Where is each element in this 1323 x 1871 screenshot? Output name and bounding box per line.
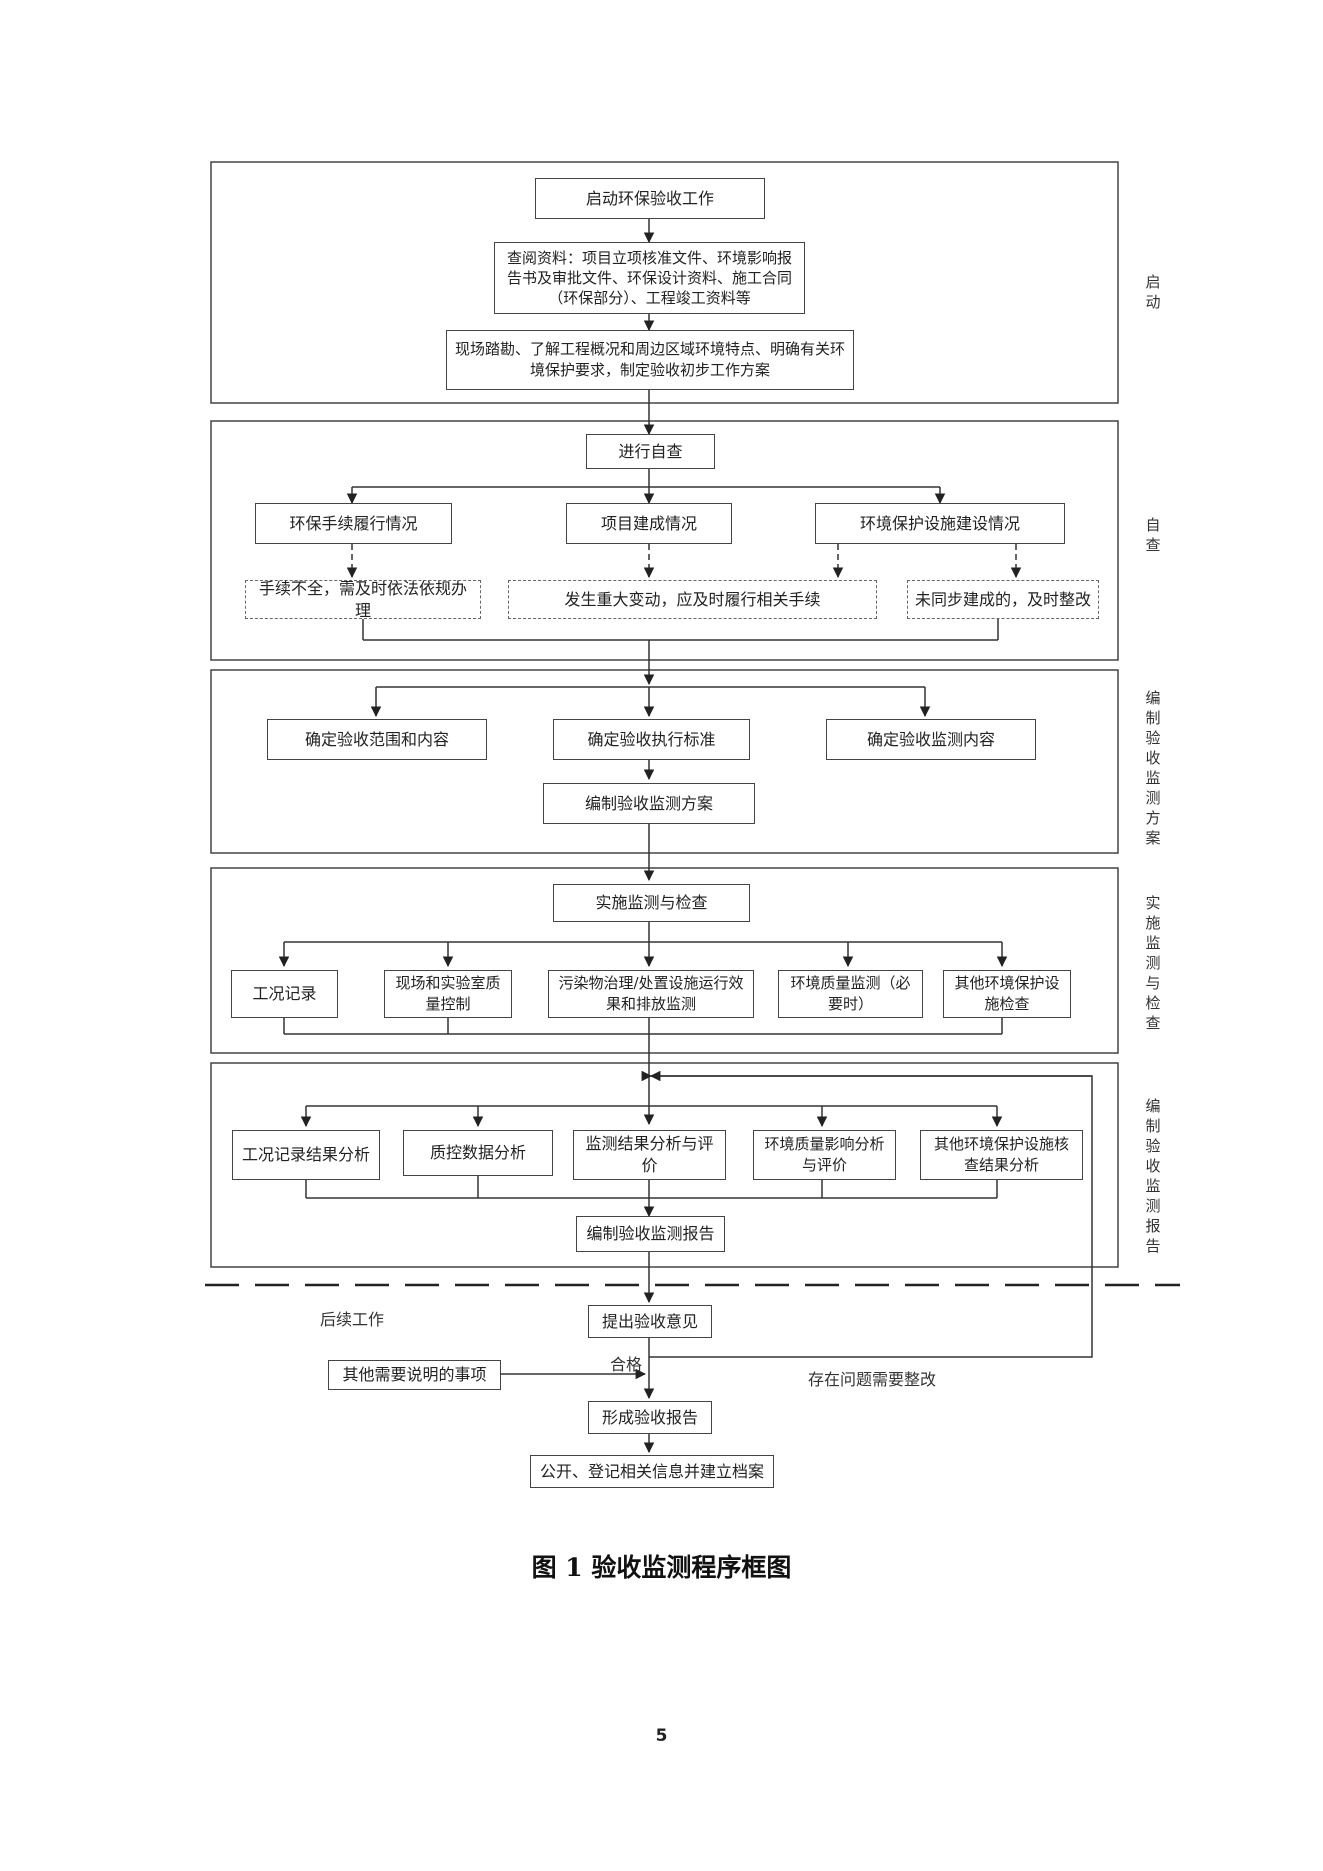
node-pollutant-monitor: 污染物治理/处置设施运行效果和排放监测 [548, 970, 754, 1018]
node-qc-analysis: 质控数据分析 [403, 1130, 553, 1176]
section-label-self-check: 自查 [1145, 516, 1161, 554]
section-frame-plan [210, 669, 1119, 854]
node-form-report: 形成验收报告 [588, 1401, 712, 1434]
node-opinion: 提出验收意见 [588, 1305, 712, 1338]
node-quality-control: 现场和实验室质量控制 [384, 970, 512, 1018]
node-env-impact-analysis: 环境质量影响分析与评价 [753, 1130, 896, 1180]
node-work-record-analysis: 工况记录结果分析 [232, 1130, 380, 1180]
node-procedures: 环保手续履行情况 [255, 503, 452, 544]
section-frame-implement [210, 867, 1119, 1054]
section-frame-start [210, 161, 1119, 404]
node-other-facility-check: 其他环境保护设施检查 [943, 970, 1071, 1018]
section-frame-self-check [210, 420, 1119, 661]
section-label-implement: 实施监测与检查 [1145, 894, 1161, 1032]
node-compile-plan: 编制验收监测方案 [543, 783, 755, 824]
page-number: 5 [655, 1726, 668, 1746]
section-label-plan: 编制验收监测方案 [1145, 689, 1161, 847]
node-facilities: 环境保护设施建设情况 [815, 503, 1065, 544]
node-self-inspect: 进行自查 [586, 434, 715, 469]
node-start-work: 启动环保验收工作 [535, 178, 765, 219]
node-scope: 确定验收范围和内容 [267, 719, 487, 760]
node-other-facility-analysis: 其他环境保护设施核查结果分析 [920, 1130, 1083, 1180]
label-rectify: 存在问题需要整改 [808, 1370, 937, 1389]
node-construction: 项目建成情况 [566, 503, 732, 544]
arrows [278, 219, 1093, 1454]
node-compile-report: 编制验收监测报告 [576, 1216, 725, 1252]
node-publish: 公开、登记相关信息并建立档案 [530, 1455, 774, 1488]
node-other-matters: 其他需要说明的事项 [328, 1360, 501, 1390]
label-qualified: 合格 [610, 1355, 643, 1374]
node-incomplete-procedures: 手续不全，需及时依法依规办理 [245, 579, 481, 620]
section-label-start: 启动 [1145, 273, 1161, 311]
node-monitor-content: 确定验收监测内容 [826, 719, 1036, 760]
node-major-change: 发生重大变动，应及时履行相关手续 [508, 580, 877, 619]
figure-caption: 图 1 验收监测程序框图 [531, 1553, 792, 1582]
node-implement-monitor: 实施监测与检查 [553, 884, 750, 922]
node-work-record: 工况记录 [231, 970, 338, 1018]
node-review-docs: 查阅资料：项目立项核准文件、环境影响报告书及审批文件、环保设计资料、施工合同（环… [494, 242, 805, 314]
node-not-synchronized: 未同步建成的，及时整改 [907, 580, 1099, 619]
node-site-survey: 现场踏勘、了解工程概况和周边区域环境特点、明确有关环境保护要求，制定验收初步工作… [446, 330, 854, 390]
section-frame-report [210, 1062, 1119, 1268]
node-monitor-result-analysis: 监测结果分析与评价 [573, 1130, 726, 1180]
node-env-quality-monitor: 环境质量监测（必要时） [778, 970, 923, 1018]
section-label-report: 编制验收监测报告 [1145, 1097, 1161, 1255]
label-follow-up: 后续工作 [320, 1310, 385, 1329]
node-standards: 确定验收执行标准 [553, 719, 750, 760]
